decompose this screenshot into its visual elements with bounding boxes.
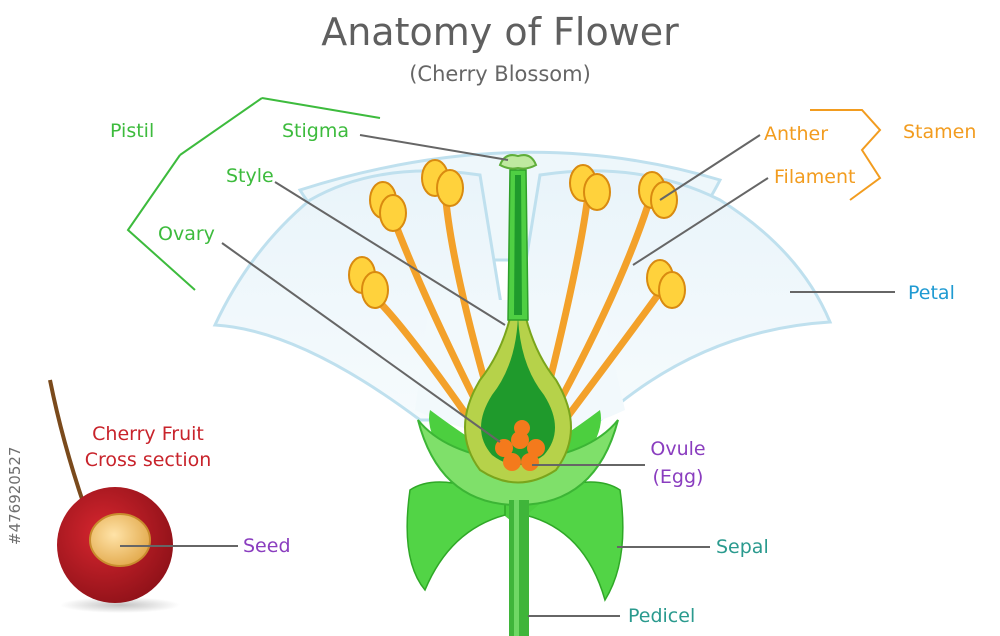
anthers bbox=[348, 159, 686, 309]
label-cherry-fruit: Cherry Fruit bbox=[92, 423, 204, 445]
cherry-seed bbox=[89, 513, 151, 567]
label-petal: Petal bbox=[908, 282, 955, 304]
label-seed: Seed bbox=[243, 535, 291, 557]
label-style: Style bbox=[226, 165, 274, 187]
page-title: Anatomy of Flower bbox=[321, 10, 679, 54]
stigma-head bbox=[498, 154, 538, 170]
style-core bbox=[514, 175, 522, 315]
label-stigma: Stigma bbox=[282, 120, 350, 142]
ovary-inner bbox=[481, 300, 555, 465]
label-cross-section: Cross section bbox=[84, 449, 212, 471]
label-egg: (Egg) bbox=[652, 466, 704, 488]
label-pedicel: Pedicel bbox=[628, 605, 696, 627]
stock-id: #476920527 bbox=[6, 446, 24, 545]
leader-lines bbox=[120, 134, 895, 617]
pistil-bracket bbox=[126, 97, 381, 291]
label-ovule: Ovule bbox=[650, 438, 706, 460]
cherry-fruit bbox=[48, 379, 180, 613]
label-filament: Filament bbox=[774, 166, 856, 188]
stamen-bracket bbox=[810, 109, 882, 201]
pistil bbox=[464, 154, 572, 484]
page-subtitle: (Cherry Blossom) bbox=[409, 62, 591, 86]
cherry-stem bbox=[48, 379, 86, 506]
label-pistil: Pistil bbox=[110, 120, 155, 142]
label-stamen: Stamen bbox=[903, 121, 977, 143]
sepal-left-lower bbox=[406, 481, 506, 592]
ovule-shape bbox=[495, 420, 545, 471]
label-ovary: Ovary bbox=[158, 223, 215, 245]
label-anther: Anther bbox=[764, 123, 829, 145]
label-sepal: Sepal bbox=[716, 536, 769, 558]
